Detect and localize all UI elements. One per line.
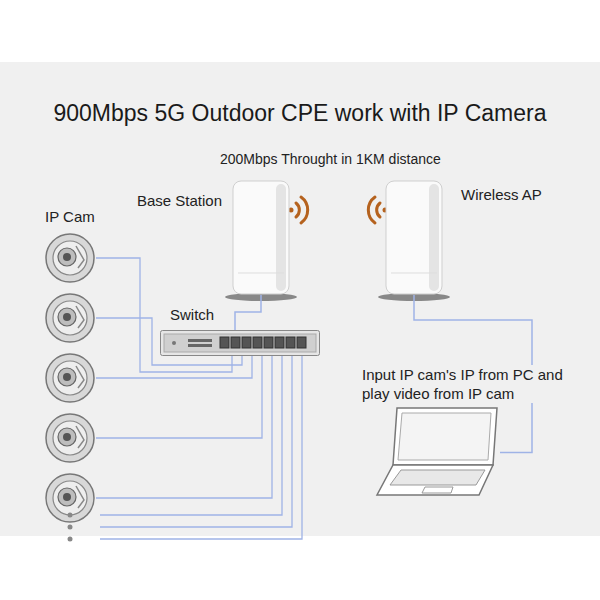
camera-wire [100,356,282,515]
cable-connector [235,295,261,330]
annotation-label: 200Mbps Throught in 1KM distance [220,151,441,167]
network-switch: Switch [160,330,320,356]
camera-wire [96,356,252,378]
camera-wires [96,258,302,539]
device-label: Input IP cam's IP from PC and play video… [360,365,576,403]
base-station-cpe: Base Station [232,180,290,295]
cpe-outline [385,180,443,295]
wireless-ap-cpe: Wireless AP [385,180,443,295]
background-band [0,62,600,536]
ip-camera-icons [46,234,94,542]
wireless-signal [289,197,388,223]
cpe-outline [232,180,290,295]
camera-wire [100,356,302,539]
device-label: Base Station [137,192,222,209]
camera-wire [100,356,292,527]
device-label: Switch [170,306,214,323]
annotation-label: IP Cam [45,208,95,225]
diagram-title: 900Mbps 5G Outdoor CPE work with IP Came… [0,100,600,127]
camera-wire [96,356,262,438]
camera-wire [96,356,272,498]
device-label: Wireless AP [461,186,542,203]
laptop-outline [375,405,500,500]
switch-outline [160,330,320,356]
laptop-pc: Input IP cam's IP from PC and play video… [375,405,500,500]
